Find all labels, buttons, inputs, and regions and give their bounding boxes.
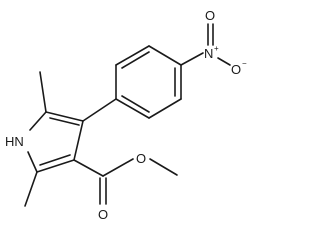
- structure-canvas: HN N + O − O O O: [5, 8, 247, 222]
- bond-c2-c3-inner: [49, 117, 80, 126]
- bond-c4-c5: [36, 159, 75, 173]
- nitro-oxygen-label: O: [231, 62, 241, 77]
- bond-c2-methyl: [39, 71, 47, 113]
- nitro-nitrogen-label: N: [204, 46, 213, 61]
- bond-c5-n1: [27, 151, 38, 173]
- bond-ar6-ar1: [115, 98, 150, 119]
- bond-c4-c5-inner: [39, 154, 71, 166]
- bond-c5-methyl: [24, 171, 38, 207]
- pyrrole-nitrogen-label: HN: [5, 134, 24, 149]
- bond-ar4-nitro-n: [180, 52, 204, 66]
- bond-c4-carbonyl: [73, 159, 104, 177]
- bond-ar2-ar3: [115, 45, 150, 66]
- bond-ar5-ar6: [148, 98, 182, 119]
- bond-c3-c4: [73, 120, 84, 161]
- bond-n1-c2: [29, 111, 47, 131]
- bond-c2-c3: [45, 111, 84, 122]
- nitro-nitrogen-charge: +: [214, 44, 219, 53]
- molecule-structure-main: HN N + O − O O O: [5, 8, 247, 222]
- ester-ether-oxygen-label: O: [136, 151, 146, 166]
- bond-c3-aryl: [82, 98, 117, 122]
- ester-carbonyl-oxygen-label: O: [98, 207, 108, 222]
- nitro-oxygen-charge: −: [242, 59, 247, 68]
- bond-ar3-ar4: [148, 45, 182, 66]
- nitro-upper-oxygen-label: O: [205, 8, 215, 23]
- bond-ether-o-methyl: [149, 158, 178, 176]
- bond-carbonyl-ether-o: [102, 158, 134, 177]
- bond-ar2-ar3-inner: [121, 51, 150, 69]
- bond-nitro-n-o: [217, 57, 231, 66]
- bond-ar6-ar1-inner: [121, 95, 150, 113]
